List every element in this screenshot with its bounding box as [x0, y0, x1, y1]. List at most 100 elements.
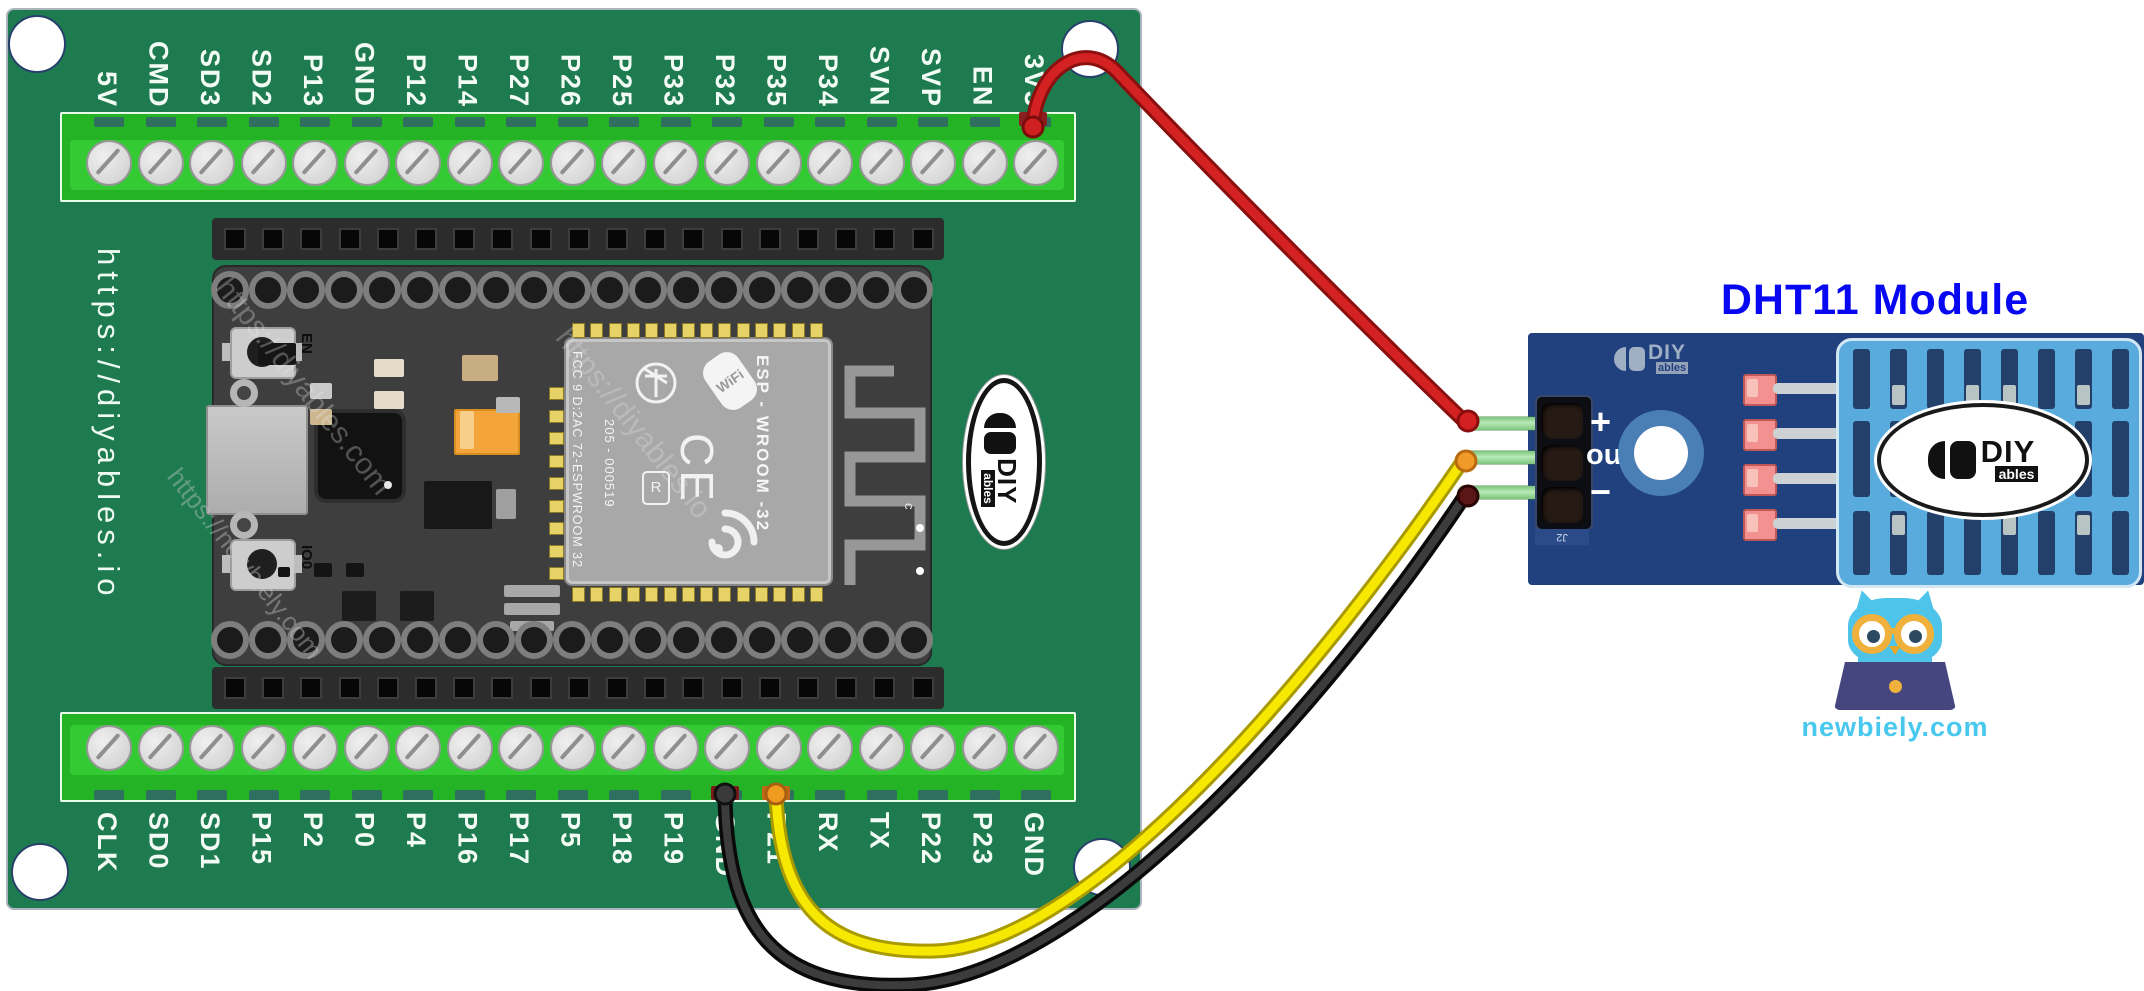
- pin-hole: [287, 621, 325, 659]
- wire-slot-mark: [506, 790, 536, 800]
- wire-slot-mark: [763, 790, 794, 800]
- header-socket: [300, 677, 323, 699]
- castellation-pad: [755, 587, 768, 602]
- pin-hole: [591, 621, 629, 659]
- castellation-pad: [572, 587, 585, 602]
- castellation-pad: [549, 454, 564, 468]
- castellation-pad: [791, 587, 805, 602]
- sensor-vent-inset: [1892, 515, 1905, 535]
- boot-button: [222, 539, 296, 591]
- castellation-pad: [681, 587, 695, 602]
- usb-tab: [230, 379, 258, 407]
- terminal-screw: [395, 725, 441, 771]
- terminal-screw: [858, 725, 905, 771]
- terminal-screw: [498, 140, 544, 186]
- castellation-pad: [549, 387, 564, 400]
- wire-slot-mark: [866, 790, 897, 800]
- pin-header-row-bottom: [212, 667, 944, 709]
- pin-hole: [743, 621, 781, 659]
- module-mounting-hole: [1618, 410, 1704, 496]
- sensor-vent-inset: [1892, 385, 1905, 405]
- castellation-pad: [549, 567, 564, 580]
- terminal-screw: [86, 725, 132, 771]
- pin-hole: [477, 621, 515, 659]
- pin-label-top-P26: P26: [555, 53, 586, 108]
- castellation-pad: [626, 323, 640, 338]
- pin-label-bottom-RX-14: RX: [813, 812, 843, 854]
- castellation-pad: [549, 499, 564, 513]
- wire-slot-mark: [145, 117, 176, 127]
- pcb-trace: [1773, 383, 1843, 394]
- smd-component: [504, 585, 560, 597]
- diyables-oval-logo-sensor: DIY ables: [1877, 403, 2089, 517]
- usb-connector: [206, 405, 308, 515]
- smd-component: [278, 567, 290, 577]
- terminal-screw: [549, 725, 596, 771]
- pin-hole: [781, 271, 819, 309]
- pin-label-bottom-P19-11: P19: [658, 812, 689, 867]
- wire-slot-mark: [557, 117, 588, 127]
- mounting-hole: [1061, 20, 1119, 78]
- pin-hole: [705, 621, 743, 659]
- diyables-glyph: [1927, 441, 1945, 479]
- wire-slot-mark: [454, 117, 485, 127]
- pin-label-top-P14: P14: [452, 53, 483, 108]
- dht11-module: DIY ables + out − J2: [1458, 333, 2144, 588]
- castellation-pad: [736, 587, 750, 602]
- castellation-pad: [626, 587, 640, 602]
- site-name-text: newbiely.com: [1801, 712, 1989, 742]
- smd-component: [504, 603, 560, 615]
- pin-hole: [401, 621, 439, 659]
- wire-slot-mark: [197, 790, 227, 800]
- pin-label-bottom-CLK-0: CLK: [92, 812, 122, 874]
- pin-label-top-SD2: SD2: [246, 49, 277, 108]
- castellation-pad: [700, 587, 714, 602]
- castellation-pad: [773, 323, 787, 338]
- pin-label-top-P25: P25: [607, 53, 637, 108]
- connector-silkscreen-label: J2: [1535, 529, 1589, 545]
- owl-eye: [1867, 630, 1880, 643]
- smd-component: [374, 359, 404, 377]
- wire-slot-mark: [918, 790, 948, 800]
- header-socket: [224, 228, 246, 250]
- pin-hole: [325, 271, 363, 309]
- castellation-pad: [700, 323, 714, 338]
- terminal-screw: [807, 140, 853, 186]
- header-socket: [835, 677, 858, 699]
- pcb-trace: [1773, 473, 1843, 484]
- pin-hole: [249, 271, 287, 309]
- esp-wroom-32-module: FCC 9 D:2AC 72-ESPWROOM 32 205 - 000519 …: [549, 323, 833, 602]
- pin-hole: [439, 621, 477, 659]
- pin-label-bottom-P22-16: P22: [916, 812, 946, 867]
- header-socket: [644, 677, 667, 699]
- pin-hole: [819, 621, 857, 659]
- castellation-pad: [608, 323, 622, 338]
- wire-slot-mark: [815, 117, 845, 127]
- castellation-pad: [809, 323, 823, 338]
- terminal-screw: [189, 140, 235, 186]
- castellation-pad: [718, 323, 732, 338]
- header-socket: [911, 228, 934, 250]
- castellation-pad: [809, 587, 823, 602]
- wire-slot-mark: [248, 117, 279, 127]
- usb-serial-chip: [318, 413, 402, 499]
- pin-label-bottom-P21-13: P21: [761, 812, 792, 867]
- diyables-glyph: [1949, 441, 1976, 479]
- connector-socket: [1541, 487, 1583, 523]
- header-socket: [720, 228, 743, 250]
- pin-label-top-3V3: 3V3: [1019, 53, 1049, 108]
- en-button-label: EN: [298, 333, 315, 354]
- pin-label-bottom-SD1-2: SD1: [195, 812, 225, 871]
- serial-number-text: 205 - 000519: [602, 419, 617, 508]
- mounting-hole: [8, 15, 66, 73]
- pin-label-top-P33: P33: [658, 53, 689, 108]
- header-socket: [644, 228, 667, 250]
- transistor: [400, 591, 434, 621]
- pin-label-top-P34: P34: [813, 53, 843, 108]
- sensor-vent-slot: [1964, 511, 1981, 575]
- wire-slot-mark: [712, 790, 742, 800]
- castellation-pad: [572, 323, 585, 338]
- header-socket: [338, 677, 361, 699]
- smd-component: [374, 391, 404, 409]
- castellation-pad: [549, 432, 564, 445]
